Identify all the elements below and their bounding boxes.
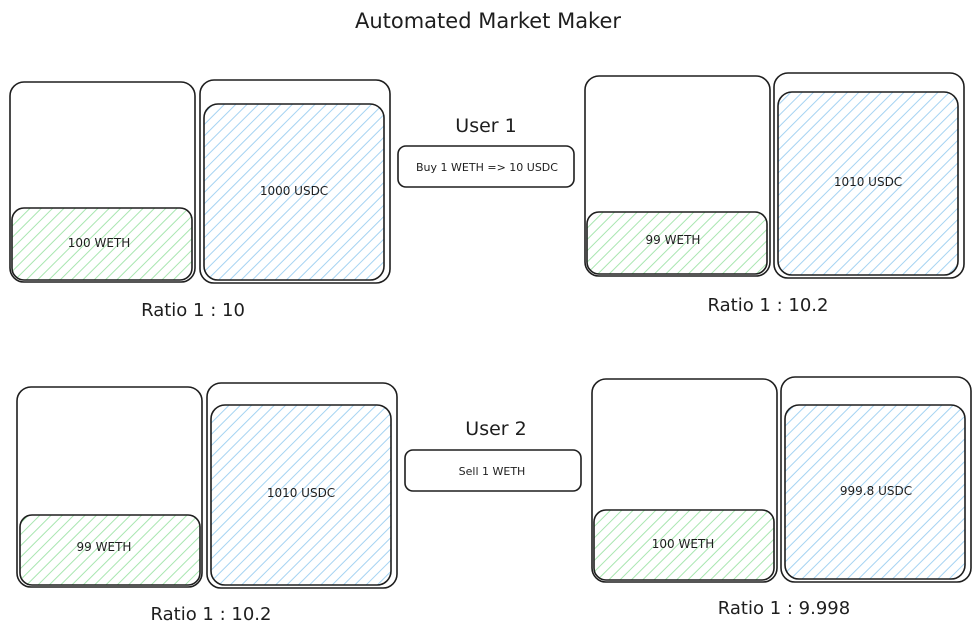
ratio-label: Ratio 1 : 9.998 — [718, 598, 850, 619]
action-box — [397, 145, 575, 188]
weth-reserve — [11, 207, 193, 281]
usdc-reserve — [784, 404, 966, 580]
usdc-label: 1010 USDC — [267, 486, 335, 500]
pool-row2-after: 100 WETH 999.8 USDC Ratio 1 : 9.998 — [591, 376, 972, 619]
usdc-label: 1010 USDC — [834, 175, 902, 189]
weth-label: 100 WETH — [652, 537, 715, 551]
ratio-label: Ratio 1 : 10.2 — [708, 295, 829, 316]
action-label: Sell 1 WETH — [459, 465, 526, 478]
weth-reserve — [19, 514, 201, 586]
usdc-reserve — [203, 103, 385, 281]
diagram-title: Automated Market Maker — [355, 9, 621, 33]
weth-label: 99 WETH — [77, 540, 132, 554]
weth-container — [16, 386, 203, 588]
usdc-container — [199, 79, 391, 284]
user-label: User 1 — [455, 115, 516, 137]
usdc-container — [206, 382, 398, 589]
pool-row1-before: 100 WETH 1000 USDC Ratio 1 : 10 — [9, 79, 391, 321]
user-label: User 2 — [465, 418, 526, 440]
usdc-label: 1000 USDC — [260, 184, 328, 198]
pool-row2-before: 99 WETH 1010 USDC Ratio 1 : 10.2 — [16, 382, 398, 625]
weth-container — [584, 75, 771, 277]
user2-action: User 2 Sell 1 WETH — [404, 418, 582, 492]
action-box — [404, 449, 582, 492]
ratio-label: Ratio 1 : 10.2 — [151, 604, 272, 625]
action-label: Buy 1 WETH => 10 USDC — [416, 161, 558, 174]
weth-reserve — [593, 509, 775, 581]
usdc-reserve — [777, 91, 959, 276]
weth-container — [591, 378, 778, 583]
user1-action: User 1 Buy 1 WETH => 10 USDC — [397, 115, 575, 188]
pool-row1-after: 99 WETH 1010 USDC Ratio 1 : 10.2 — [584, 72, 965, 316]
usdc-container — [773, 72, 965, 279]
weth-label: 99 WETH — [646, 233, 701, 247]
weth-reserve — [586, 211, 768, 275]
usdc-reserve — [210, 404, 392, 586]
weth-label: 100 WETH — [68, 236, 131, 250]
weth-container — [9, 81, 196, 283]
usdc-container — [780, 376, 972, 583]
usdc-label: 999.8 USDC — [840, 484, 912, 498]
ratio-label: Ratio 1 : 10 — [141, 300, 245, 321]
